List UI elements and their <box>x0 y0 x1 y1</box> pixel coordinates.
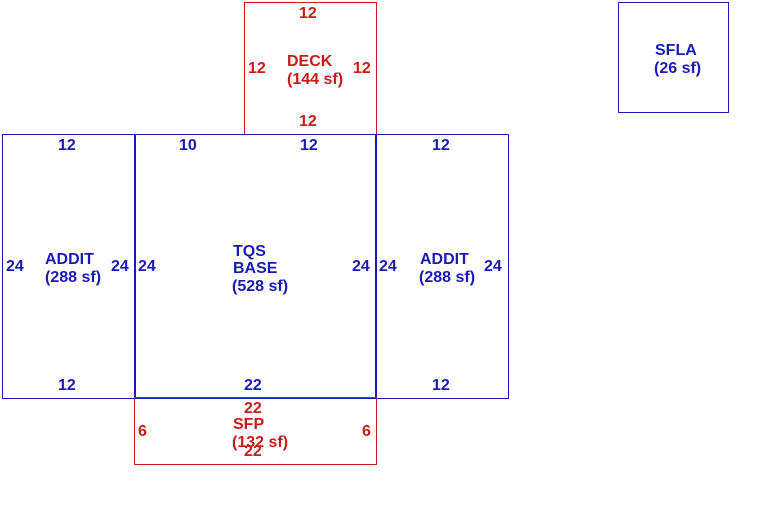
base-label-line2: BASE <box>233 260 278 277</box>
addit-left-area-label: (288 sf) <box>45 269 102 286</box>
addit-right-right-dimension: 24 <box>484 258 502 275</box>
base-bottom-dimension: 22 <box>244 377 262 394</box>
deck-area-label: (144 sf) <box>287 71 344 88</box>
addit-right-area <box>375 134 509 399</box>
base-top-dimension-left: 10 <box>179 137 197 154</box>
sfp-top-dimension: 22 <box>244 400 262 417</box>
addit-left-area <box>2 134 136 399</box>
base-area-label: (528 sf) <box>232 278 289 295</box>
sfla-area-label: (26 sf) <box>654 60 702 77</box>
addit-right-left-dimension: 24 <box>379 258 397 275</box>
sfla-label: SFLA <box>655 42 697 59</box>
addit-right-top-dimension: 12 <box>432 137 450 154</box>
addit-left-right-dimension: 24 <box>111 258 129 275</box>
deck-label: DECK <box>287 53 333 70</box>
sfp-right-dimension: 6 <box>362 423 371 440</box>
addit-left-top-dimension: 12 <box>58 137 76 154</box>
deck-top-dimension: 12 <box>299 5 317 22</box>
sfp-label: SFP <box>233 416 265 433</box>
addit-left-label: ADDIT <box>45 251 94 268</box>
deck-right-dimension: 12 <box>353 60 371 77</box>
addit-left-left-dimension: 24 <box>6 258 24 275</box>
sfp-area <box>134 397 377 465</box>
addit-right-area-label: (288 sf) <box>419 269 476 286</box>
base-label-line1: TQS <box>233 243 266 260</box>
base-area <box>134 134 377 399</box>
base-left-dimension: 24 <box>138 258 156 275</box>
sfp-bottom-dimension: 22 <box>244 443 262 460</box>
deck-bottom-dimension: 12 <box>299 113 317 130</box>
addit-right-bottom-dimension: 12 <box>432 377 450 394</box>
deck-left-dimension: 12 <box>248 60 266 77</box>
addit-left-bottom-dimension: 12 <box>58 377 76 394</box>
base-top-dimension-right: 12 <box>300 137 318 154</box>
sfp-left-dimension: 6 <box>138 423 147 440</box>
addit-right-label: ADDIT <box>420 251 469 268</box>
sfp-area-label: (132 sf) <box>232 434 289 451</box>
base-right-dimension: 24 <box>352 258 370 275</box>
sfla-box <box>618 2 729 113</box>
